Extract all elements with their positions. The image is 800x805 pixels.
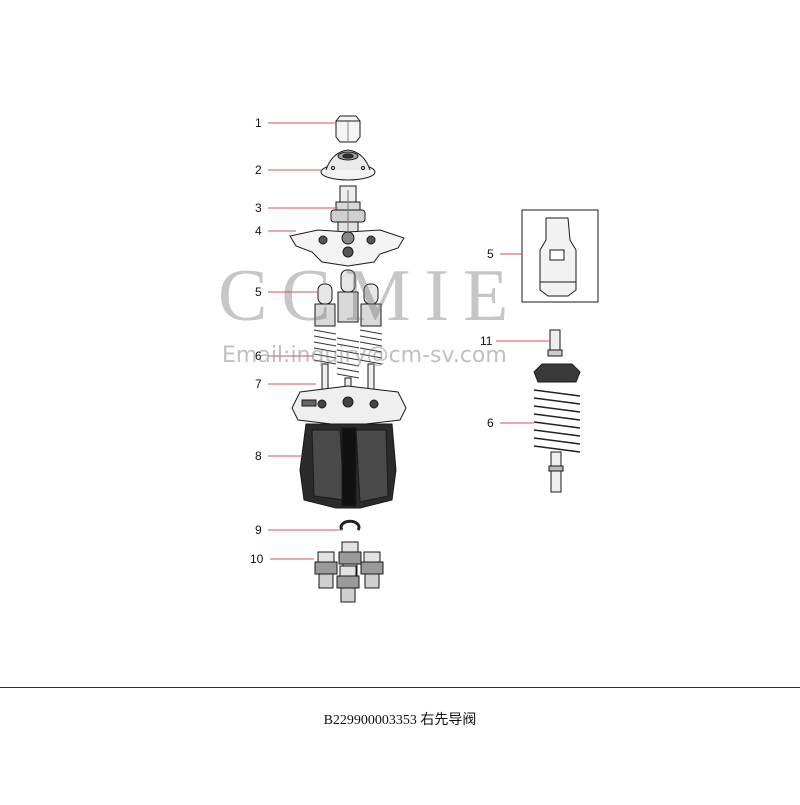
- watermark-email: Email:inquiry@cm-sv.com: [222, 343, 507, 368]
- leader-lines: [268, 122, 550, 560]
- callout-9: 9: [255, 523, 262, 537]
- callout-10: 10: [250, 552, 264, 566]
- part-1-nut: [335, 115, 361, 143]
- part-3-joint: [330, 185, 366, 235]
- part-name: 右先导阀: [420, 713, 477, 728]
- callout-7: 7: [255, 377, 262, 391]
- callout-3: 3: [255, 201, 262, 215]
- part-6-spring-plunger: [533, 363, 581, 493]
- callout-11: 11: [480, 334, 493, 348]
- part-5-6-plungers: [313, 269, 383, 401]
- callout-4: 4: [255, 224, 262, 238]
- diagram-caption: B229900003353 右先导阀: [0, 709, 800, 729]
- watermark-brand: CCMIE: [218, 255, 523, 337]
- part-2-cap: [320, 149, 376, 181]
- callout-6-detail: 6: [487, 416, 494, 430]
- part-number: B229900003353: [323, 713, 417, 728]
- callout-2: 2: [255, 163, 262, 177]
- callout-1: 1: [255, 116, 262, 130]
- part-9-clip: [339, 519, 361, 531]
- part-8-body: [291, 385, 407, 509]
- part-5-detail: [521, 209, 599, 303]
- callout-8: 8: [255, 449, 262, 463]
- callout-6: 6: [255, 349, 262, 363]
- part-10-fittings: [314, 541, 384, 603]
- callout-5-detail: 5: [487, 247, 494, 261]
- footer-divider: [0, 687, 800, 688]
- callout-5: 5: [255, 285, 262, 299]
- part-4-plate: [289, 229, 405, 267]
